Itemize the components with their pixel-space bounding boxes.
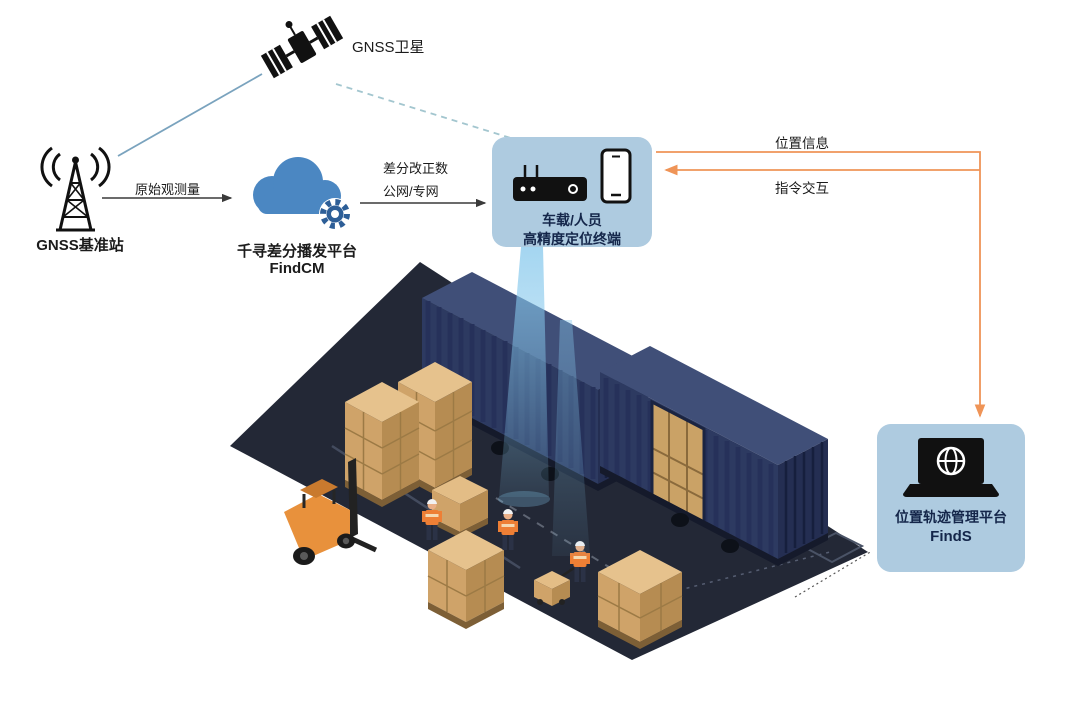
edge-label-network: 公网/专网	[383, 184, 439, 199]
satellite-label: GNSS卫星	[352, 39, 425, 56]
pallet-stack	[597, 550, 683, 649]
pallet-stack	[344, 382, 420, 507]
phone-icon	[600, 148, 632, 204]
cloud-platform-product: FindCM	[269, 260, 325, 277]
management-platform-node: 位置轨迹管理平台 FindS	[877, 424, 1025, 572]
platform-product: FindS	[930, 527, 972, 545]
cloud-platform-name: 千寻差分播发平台	[236, 243, 357, 260]
platform-name: 位置轨迹管理平台	[895, 509, 1007, 525]
edge-label-correction: 差分改正数	[383, 161, 449, 176]
laptop-icon	[903, 438, 999, 497]
base-station-icon	[40, 146, 111, 232]
gear-icon	[320, 199, 350, 229]
base-station-label: GNSS基准站	[36, 237, 124, 254]
satellite-icon	[260, 15, 344, 79]
edge-label-position-info: 位置信息	[775, 136, 829, 151]
link-satellite-to-terminal	[335, 83, 515, 140]
terminal-label-line2: 高精度定位终端	[523, 230, 621, 247]
forklift-icon	[284, 458, 378, 565]
cloud-icon	[253, 157, 351, 230]
edge-label-command: 指令交互	[775, 181, 829, 196]
terminal-label-line1: 车载/人员	[542, 212, 602, 228]
edge-label-raw-observation: 原始观测量	[135, 182, 201, 197]
globe-icon	[936, 446, 966, 476]
pallet-jack	[534, 566, 575, 606]
pallet-stack	[427, 530, 505, 629]
router-icon	[513, 165, 587, 201]
warehouse-illustration	[230, 262, 868, 660]
terminal-node: 车载/人员 高精度定位终端	[492, 137, 652, 247]
